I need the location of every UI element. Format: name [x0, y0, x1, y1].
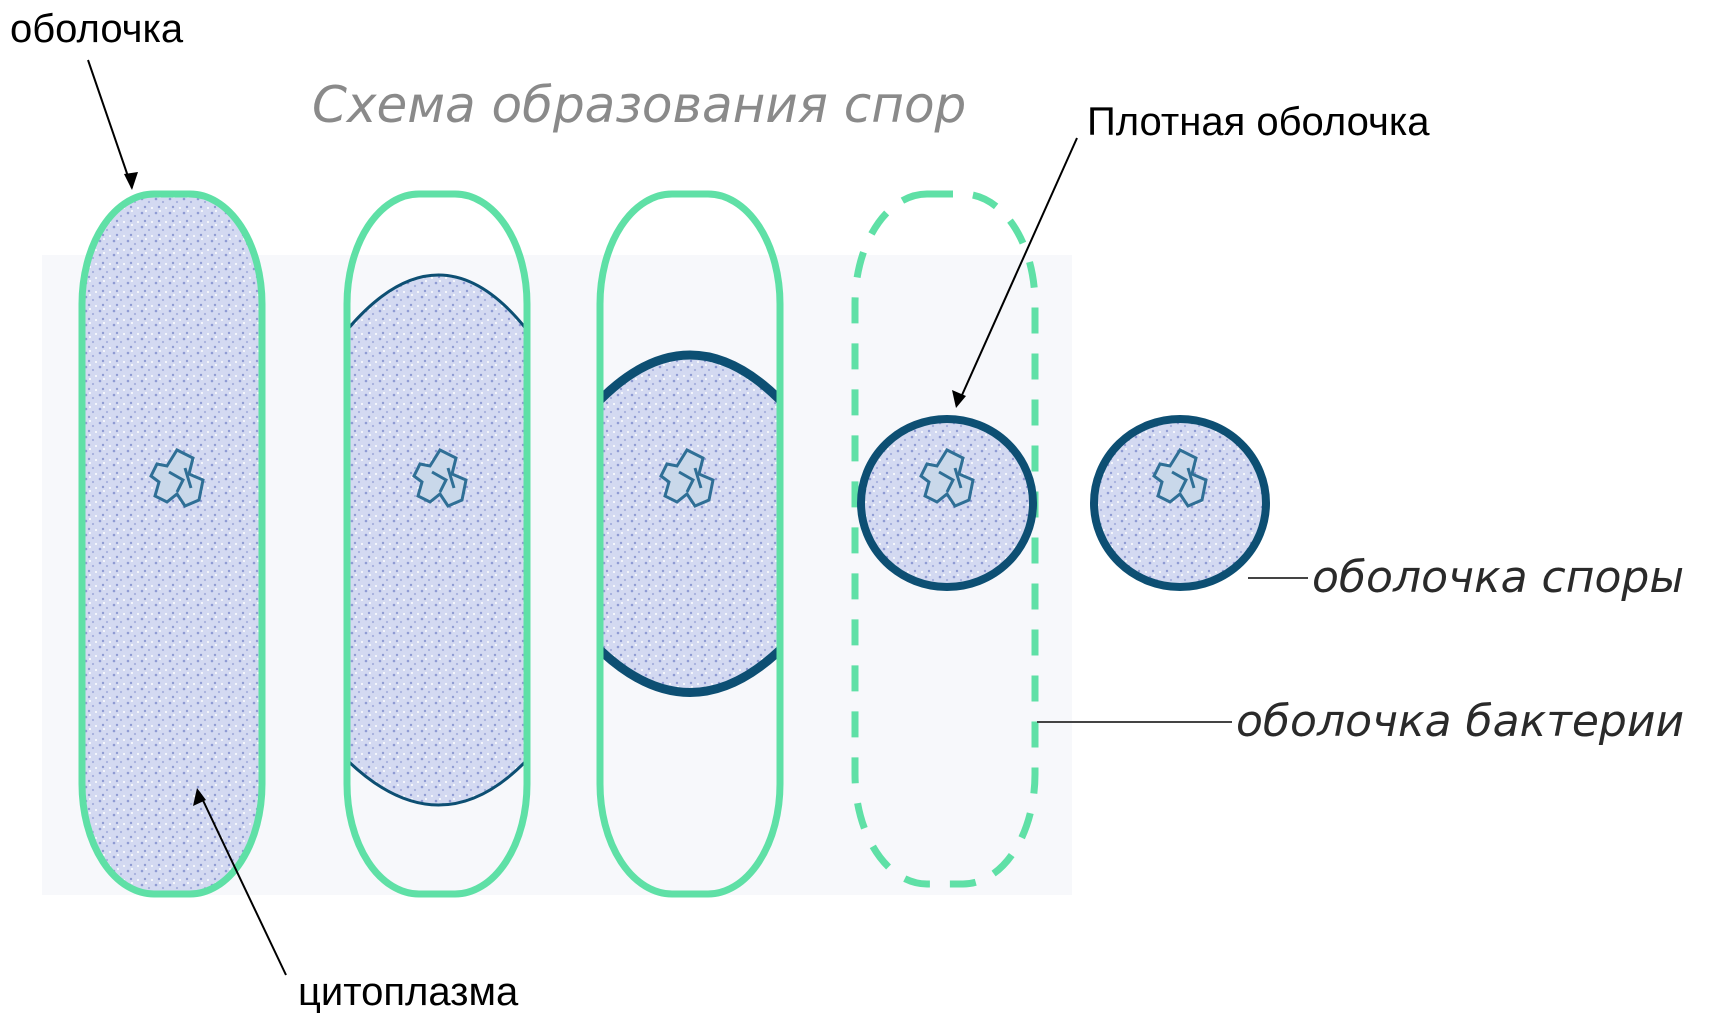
stage-5-spore-shell [1094, 419, 1266, 587]
label-spore-shell: оболочка споры [1312, 552, 1684, 603]
stage-1-cytoplasm [82, 194, 262, 894]
diagram-title: Схема образования спор [312, 76, 966, 134]
arrowhead-shell [124, 172, 138, 190]
stage-3-cytoplasm [600, 355, 780, 693]
stage-5-spore [1094, 419, 1266, 587]
label-bacterium-shell: оболочка бактерии [1236, 696, 1684, 747]
stage-1-bacterium [82, 194, 262, 894]
label-dense-shell: Плотная оболочка [1087, 100, 1430, 144]
label-shell: оболочка [10, 7, 184, 51]
stage-2-cytoplasm [347, 275, 527, 805]
arrow-shell [88, 60, 132, 188]
stage-4-spore [861, 419, 1033, 587]
label-cytoplasm: цитоплазма [298, 970, 519, 1014]
